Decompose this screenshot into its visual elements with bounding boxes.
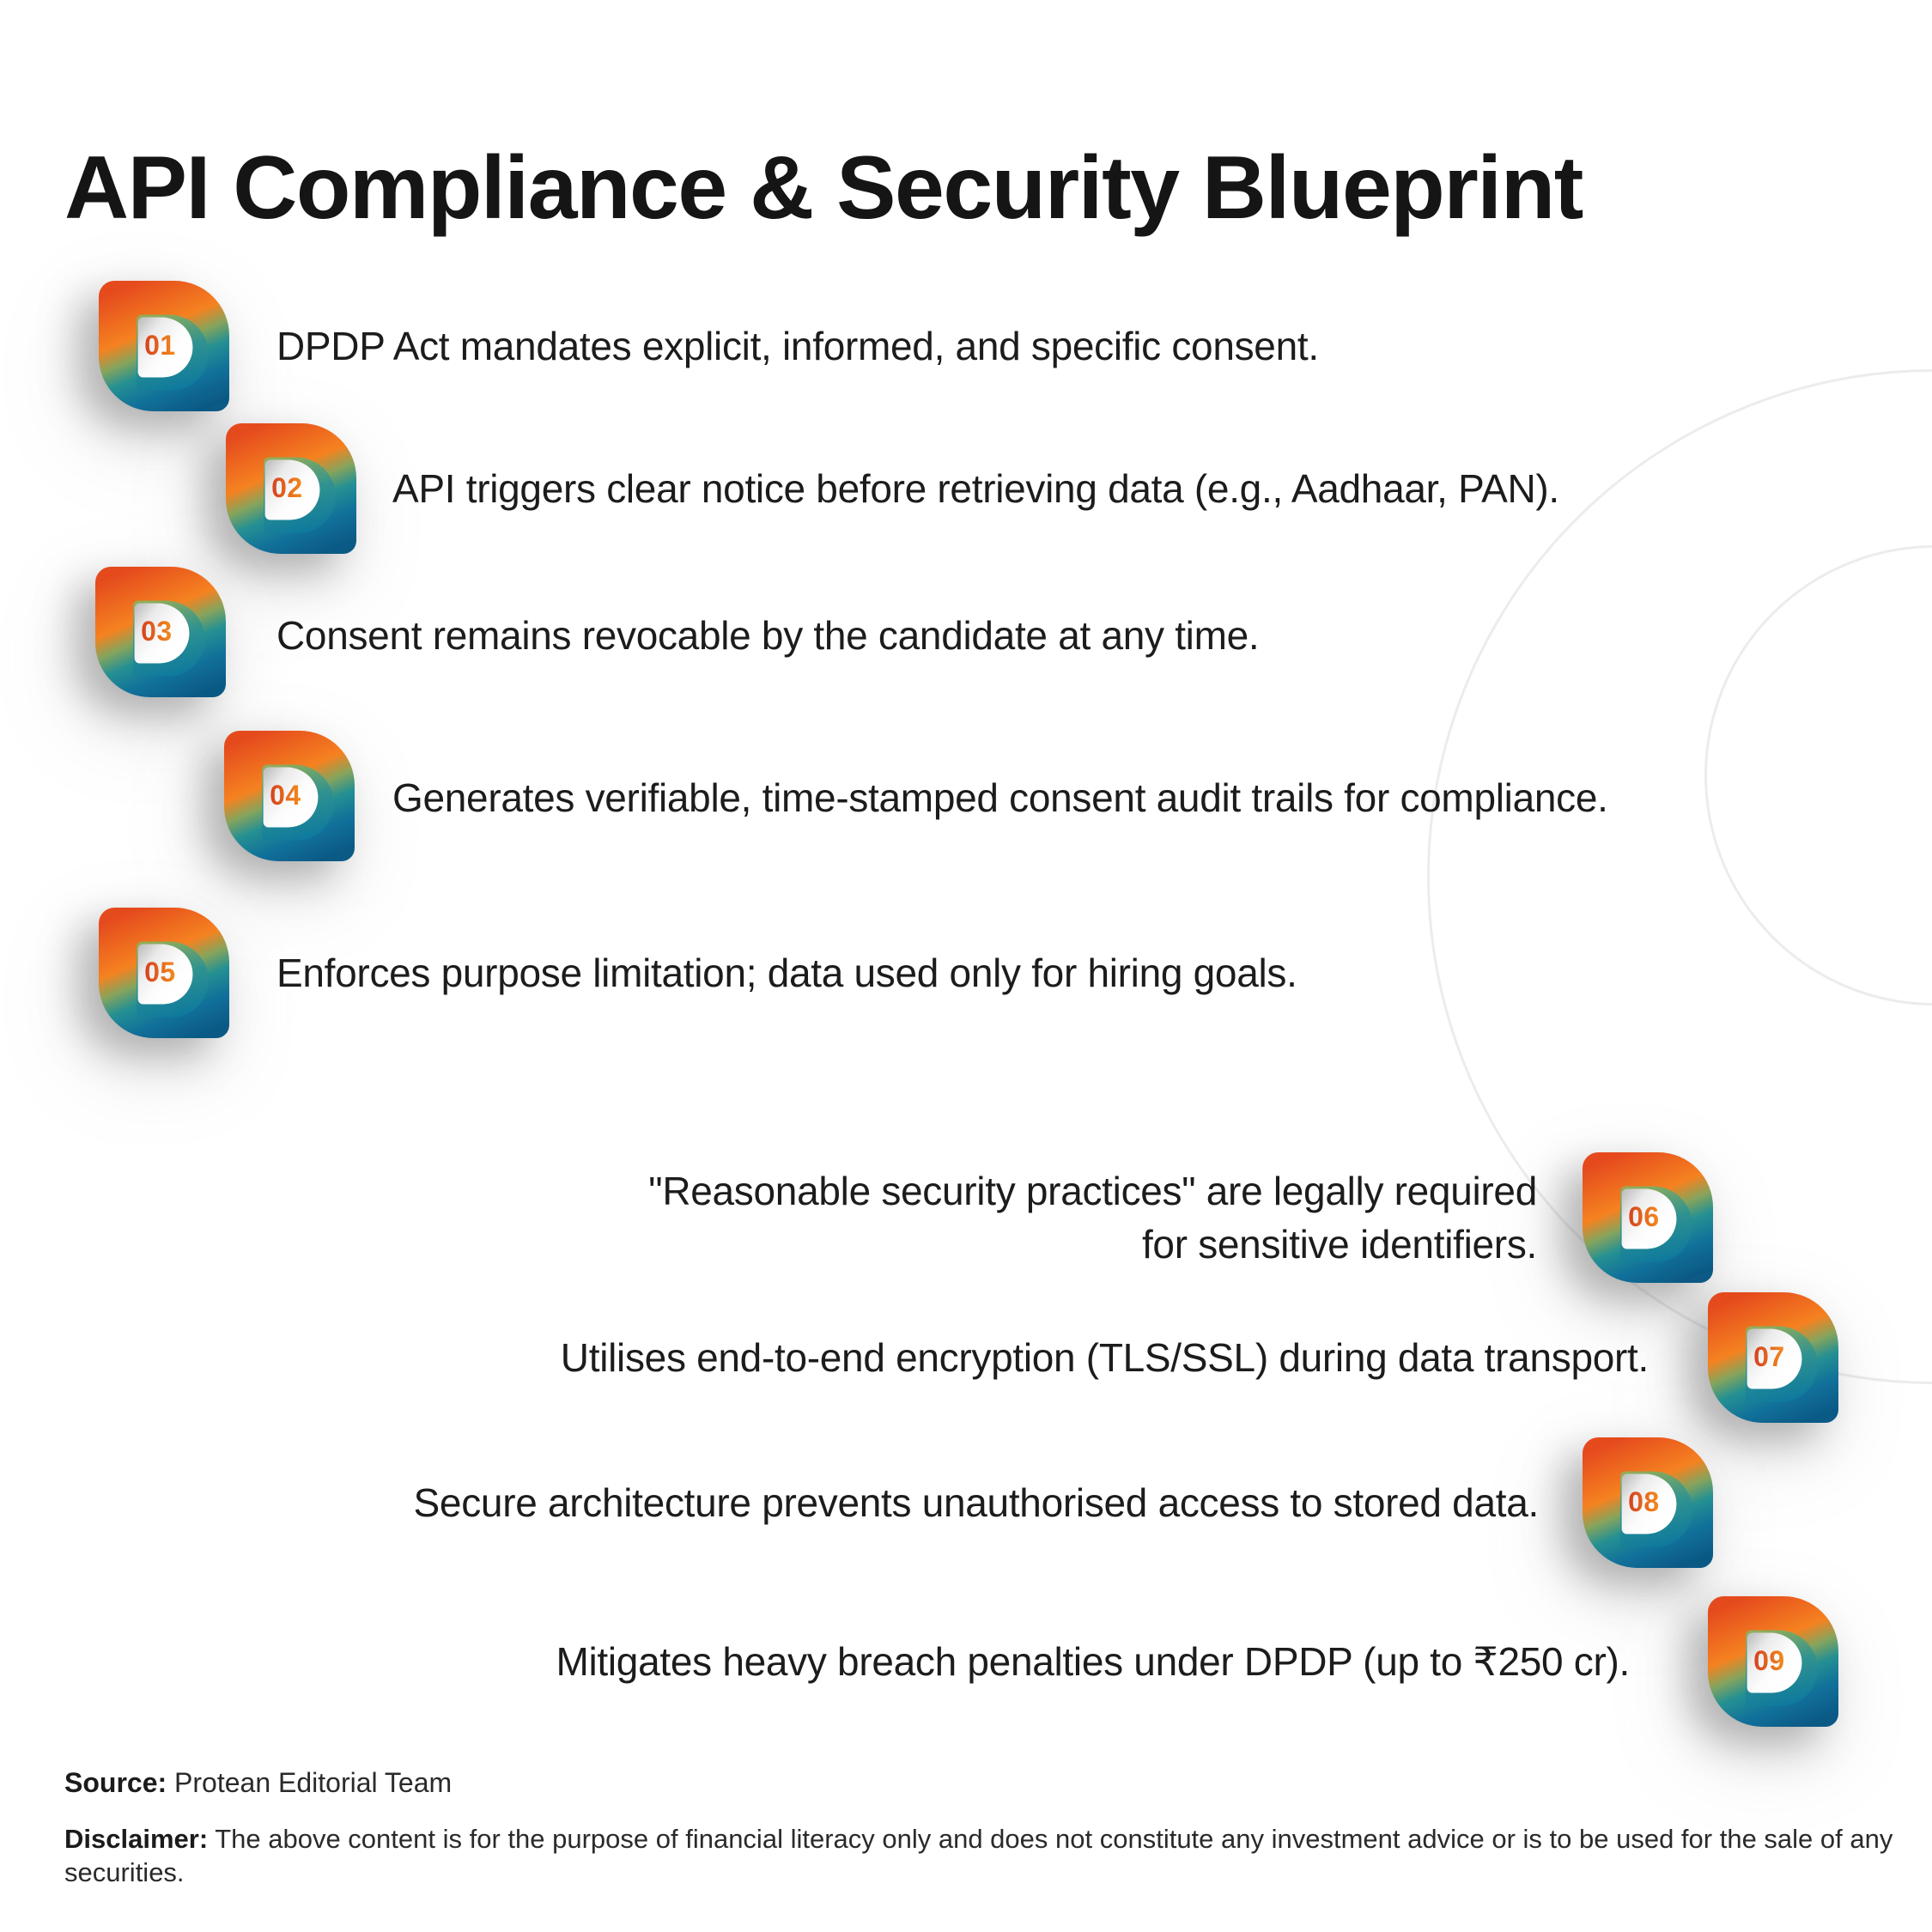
source-value: Protean Editorial Team [174, 1767, 453, 1798]
step-number: 02 [260, 471, 315, 507]
step-badge-09: 09 [1708, 1596, 1838, 1727]
step-number: 04 [258, 778, 313, 815]
disclaimer-value: The above content is for the purpose of … [64, 1824, 1893, 1887]
page-title: API Compliance & Security Blueprint [64, 137, 1583, 238]
step-number: 09 [1742, 1643, 1797, 1680]
step-text: Consent remains revocable by the candida… [276, 613, 1260, 658]
step-number: 05 [133, 955, 188, 992]
disclaimer-label: Disclaimer: [64, 1824, 209, 1854]
step-badge-01: 01 [99, 281, 229, 411]
step-text: Enforces purpose limitation; data used o… [276, 951, 1297, 995]
source-line: Source: Protean Editorial Team [64, 1767, 452, 1799]
disclaimer-line: Disclaimer: The above content is for the… [64, 1822, 1902, 1889]
step-text: DPDP Act mandates explicit, informed, an… [276, 324, 1319, 368]
step-text: API triggers clear notice before retriev… [392, 466, 1559, 511]
step-number: 07 [1742, 1340, 1797, 1376]
step-badge-08: 08 [1583, 1437, 1713, 1568]
step-text: Generates verifiable, time-stamped conse… [392, 775, 1608, 820]
step-text: Secure architecture prevents unauthorise… [413, 1480, 1540, 1525]
source-label: Source: [64, 1767, 167, 1798]
step-badge-03: 03 [95, 567, 226, 697]
step-number: 01 [133, 328, 188, 365]
step-number: 08 [1617, 1485, 1672, 1522]
step-text: Mitigates heavy breach penalties under D… [556, 1639, 1630, 1684]
step-badge-02: 02 [226, 423, 356, 554]
step-number: 06 [1617, 1200, 1672, 1236]
step-badge-05: 05 [99, 908, 229, 1038]
step-text: Utilises end-to-end encryption (TLS/SSL)… [560, 1335, 1649, 1380]
step-badge-07: 07 [1708, 1292, 1838, 1423]
step-number: 03 [130, 614, 185, 651]
step-badge-04: 04 [224, 731, 355, 861]
step-text: "Reasonable security practices" are lega… [648, 1169, 1537, 1267]
step-badge-06: 06 [1583, 1152, 1713, 1283]
